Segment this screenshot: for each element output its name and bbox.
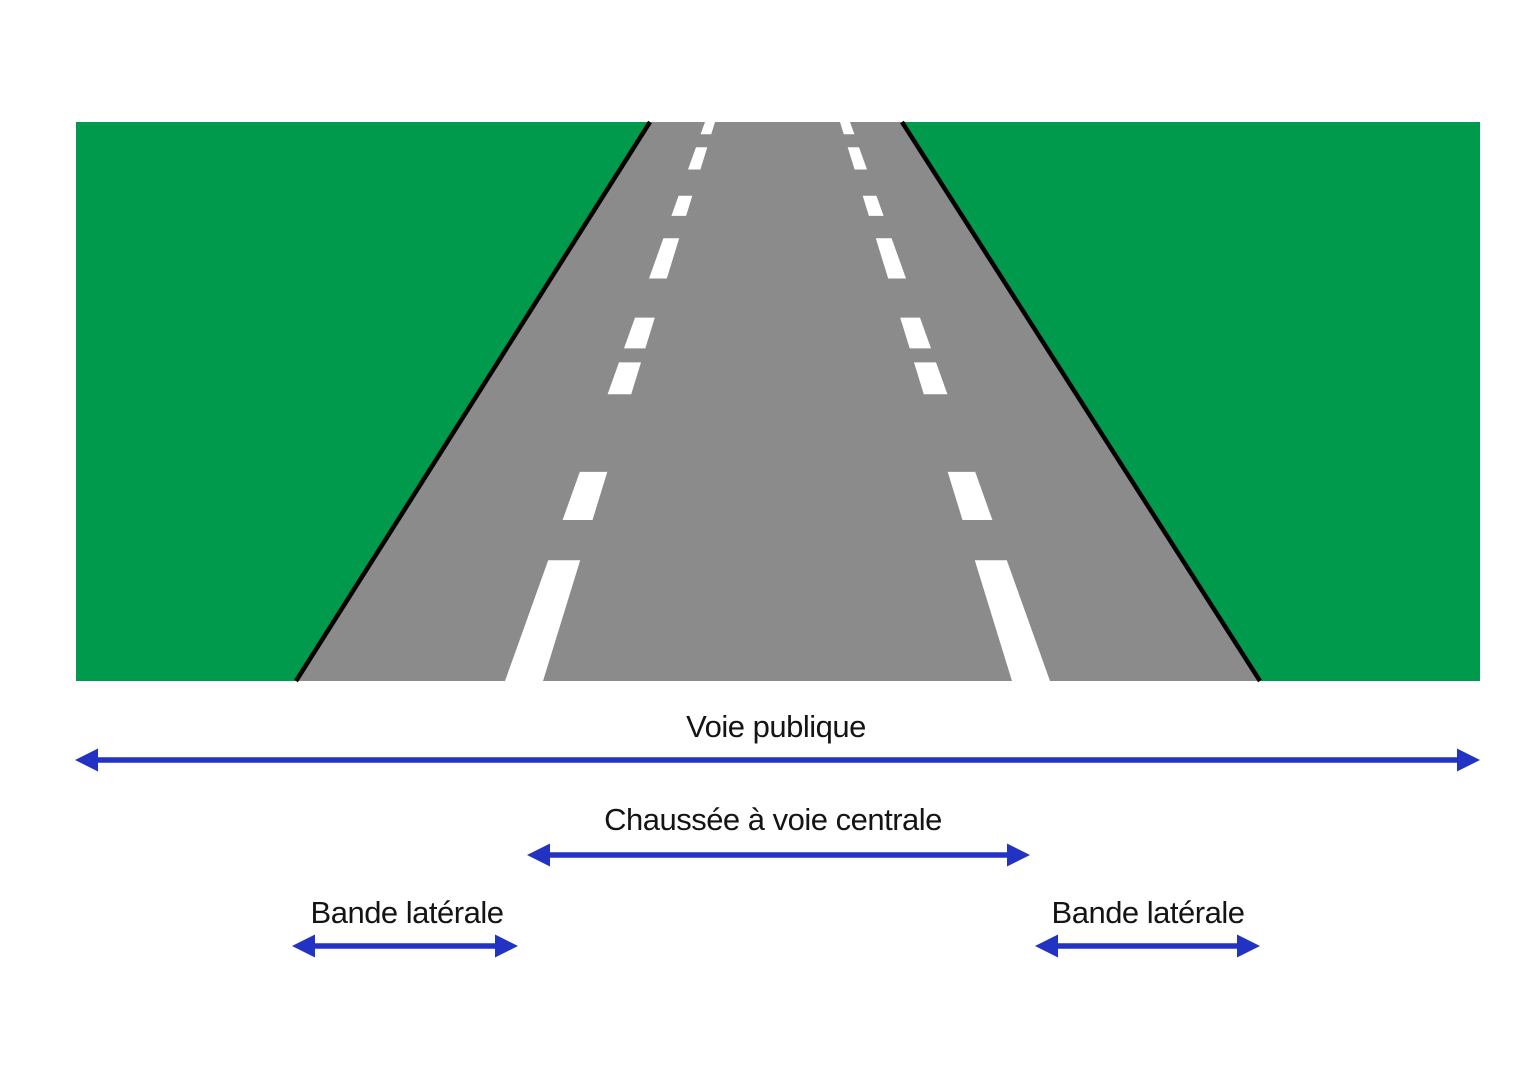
arrowhead-right-icon (1457, 748, 1480, 772)
road-edge-left (294, 120, 652, 683)
lane-dash (624, 317, 655, 349)
arrowhead-right-icon (1007, 843, 1030, 867)
lane-dash (505, 560, 581, 681)
arrowhead-right-icon (495, 934, 518, 958)
bande-laterale-right-label: Bande latérale (1052, 895, 1245, 930)
lane-dash (671, 195, 693, 216)
lane-dash (700, 122, 715, 135)
voie-publique-label: Voie publique (686, 709, 866, 744)
lane-dash (847, 147, 867, 170)
bande-laterale-left-arrow (292, 934, 518, 958)
lane-dash (562, 471, 608, 520)
road-edge-right (900, 120, 1262, 683)
road-surface (296, 122, 1260, 681)
lane-dash (607, 362, 641, 395)
grass-verge-left (76, 122, 650, 681)
arrowhead-right-icon (1237, 934, 1260, 958)
lane-dash (974, 560, 1050, 681)
lane-dash (862, 195, 884, 216)
arrowhead-left-icon (1035, 934, 1058, 958)
grass-verge-right (902, 122, 1480, 681)
lane-dashes-right (840, 122, 1050, 681)
arrowhead-left-icon (75, 748, 98, 772)
chaussee-arrow (527, 843, 1030, 867)
voie-publique-arrow (75, 748, 1480, 772)
lane-dashes-left (505, 122, 715, 681)
bande-laterale-left-label: Bande latérale (311, 895, 504, 930)
lane-dash (688, 147, 708, 170)
lane-dash (840, 122, 855, 135)
chaussee-voie-centrale-label: Chaussée à voie centrale (604, 802, 942, 837)
bande-laterale-right-arrow (1035, 934, 1260, 958)
lane-dash (900, 317, 931, 349)
lane-dash (875, 238, 906, 279)
arrowhead-left-icon (527, 843, 550, 867)
arrowhead-left-icon (292, 934, 315, 958)
lane-dash (947, 471, 993, 520)
lane-dash (914, 362, 948, 395)
lane-dash (649, 238, 680, 279)
